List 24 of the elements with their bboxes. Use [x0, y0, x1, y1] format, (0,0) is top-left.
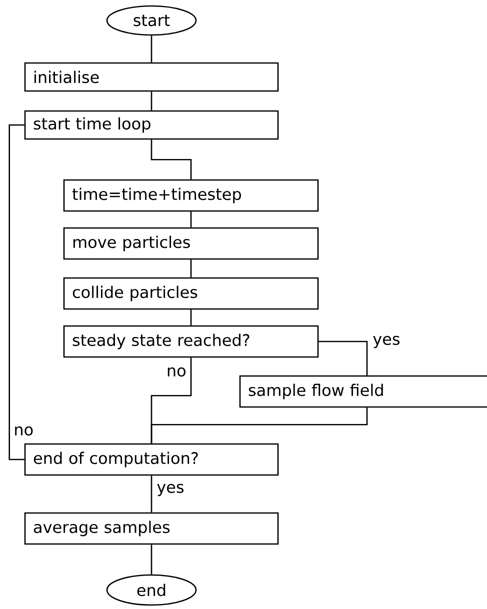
connector-line [150, 544, 152, 574]
connector-line [150, 36, 152, 62]
process-box: move particles [63, 227, 319, 260]
connector-line [318, 340, 368, 376]
connector-line [150, 92, 152, 110]
connector-line [150, 408, 368, 444]
edge-label: no [12, 425, 35, 437]
connector-line [190, 310, 192, 326]
process-box: start time loop [24, 110, 279, 140]
process-box: average samples [24, 512, 279, 545]
process-box: end of computation? [24, 443, 279, 476]
connector-line [190, 212, 192, 228]
connector-line [150, 476, 152, 512]
connector-line [190, 260, 192, 278]
process-box: time=time+timestep [63, 179, 319, 212]
edge-label: yes [156, 482, 186, 498]
edge-label: no [165, 366, 188, 378]
connector-line [150, 140, 192, 180]
edge-label: yes [372, 334, 402, 350]
process-box: collide particles [63, 277, 319, 310]
process-box: steady state reached? [63, 325, 319, 358]
connector-line [8, 124, 24, 460]
process-box: initialise [24, 62, 279, 92]
process-box: sample flow field [239, 375, 487, 408]
